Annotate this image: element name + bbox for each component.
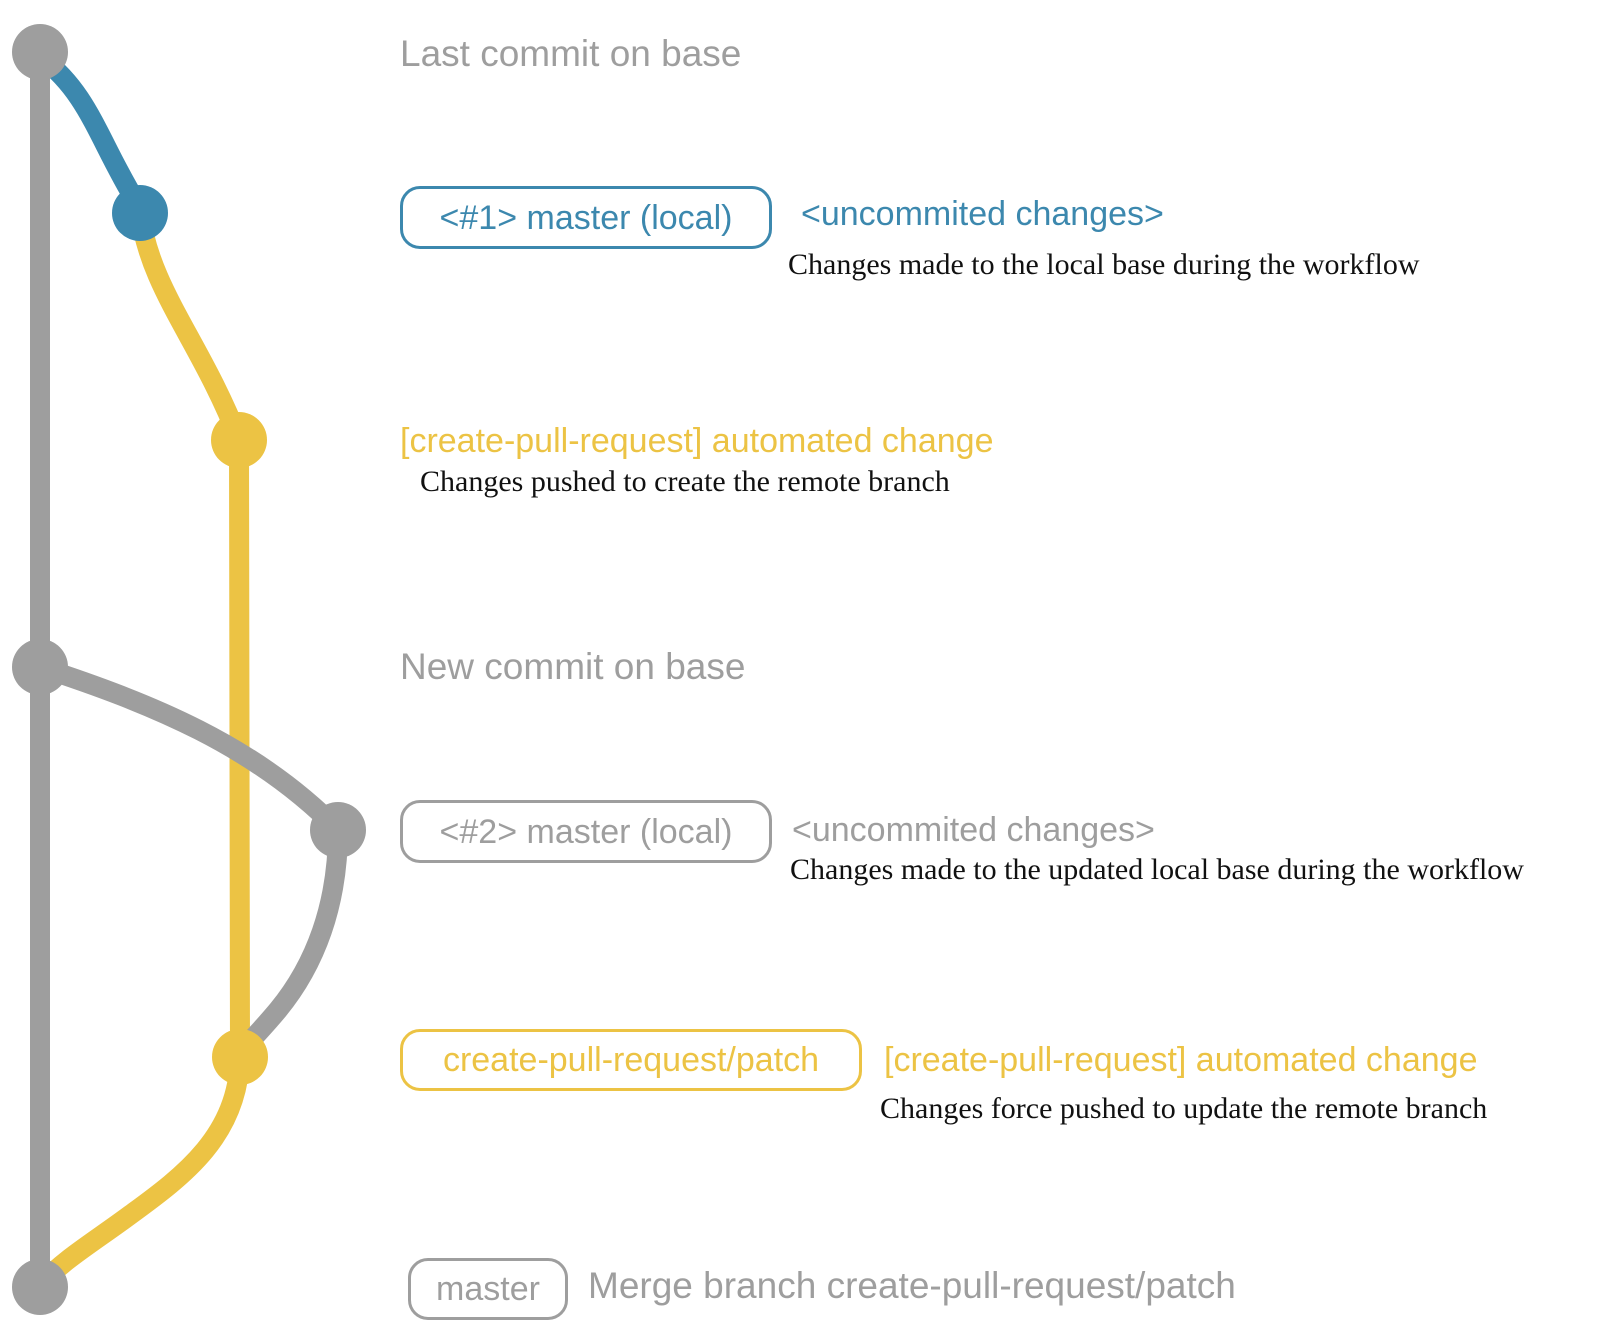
branch-badge-master-local-2: <#2> master (local): [400, 800, 772, 863]
commit-message-automated-2: [create-pull-request] automated change: [884, 1041, 1478, 1079]
local2-to-patch-line: [230, 820, 348, 1065]
commit-dot-last-base: [12, 24, 68, 80]
commit-description-2: Changes pushed to create the remote bran…: [420, 465, 950, 498]
commit-description-3: Changes made to the updated local base d…: [790, 853, 1524, 886]
commit-message-merge: Merge branch create-pull-request/patch: [588, 1265, 1236, 1306]
branch-badge-label: master: [436, 1270, 540, 1308]
branch-badge-master: master: [408, 1258, 568, 1320]
branch-badge-master-local-1: <#1> master (local): [400, 186, 772, 249]
commit-message-uncommited-2: <uncommited changes>: [792, 811, 1155, 849]
note-last-commit-on-base: Last commit on base: [400, 33, 742, 74]
patch-branch-line-to-merge: [32, 1047, 250, 1294]
commit-description-1: Changes made to the local base during th…: [788, 248, 1420, 281]
patch-branch-line-upper: [130, 203, 250, 1067]
commit-message-automated-1: [create-pull-request] automated change: [400, 422, 994, 460]
commit-dot-local-1: [112, 185, 168, 241]
commit-dot-local-2: [310, 802, 366, 858]
branch-badge-patch: create-pull-request/patch: [400, 1029, 862, 1091]
local-master-branch-line: [32, 48, 148, 215]
commit-dot-new-base: [12, 639, 68, 695]
commit-dot-patch-2: [212, 1029, 268, 1085]
commit-dot-merge: [12, 1259, 68, 1315]
commit-description-4: Changes force pushed to update the remot…: [880, 1092, 1488, 1125]
branch-badge-label: <#2> master (local): [439, 812, 733, 851]
commit-graph: [12, 24, 366, 1315]
note-new-commit-on-base: New commit on base: [400, 646, 746, 687]
commit-message-uncommited-1: <uncommited changes>: [801, 195, 1164, 233]
branch-badge-label: create-pull-request/patch: [442, 1041, 820, 1079]
branch-badge-label: <#1> master (local): [439, 198, 733, 237]
base-to-local2-line: [30, 657, 348, 840]
commit-dot-patch-1: [211, 412, 267, 468]
